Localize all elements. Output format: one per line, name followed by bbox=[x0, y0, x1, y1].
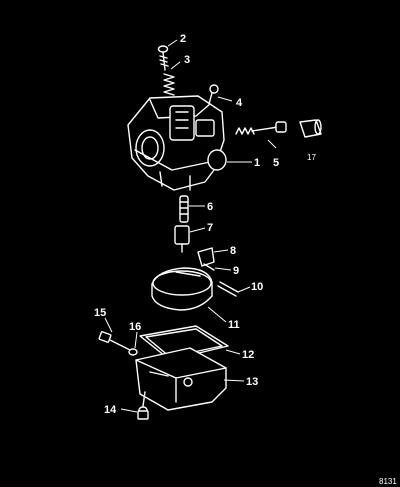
label-part-1: 1 bbox=[254, 157, 260, 169]
part-10-hinge-pin bbox=[217, 281, 239, 297]
part-labels: 2 3 4 5 1 17 6 7 8 9 10 11 15 16 12 13 1… bbox=[94, 33, 316, 416]
part-16-washer bbox=[128, 348, 138, 356]
leader-lines bbox=[104, 39, 277, 413]
figure-number: 8131 bbox=[379, 477, 397, 486]
label-part-7: 7 bbox=[207, 222, 213, 234]
label-part-11: 11 bbox=[228, 319, 240, 331]
part-5-needle-screw bbox=[235, 121, 287, 135]
label-part-8: 8 bbox=[230, 245, 236, 257]
label-part-2: 2 bbox=[180, 33, 186, 45]
label-part-12: 12 bbox=[242, 349, 254, 361]
part-9-pin bbox=[203, 263, 215, 271]
part-11-float bbox=[151, 267, 213, 311]
label-part-6: 6 bbox=[207, 201, 213, 213]
label-part-14: 14 bbox=[104, 404, 117, 416]
label-part-5: 5 bbox=[273, 157, 279, 169]
label-part-15: 15 bbox=[94, 307, 106, 319]
label-part-10: 10 bbox=[251, 281, 263, 293]
part-8-float-arm bbox=[197, 247, 215, 267]
part-2-screw bbox=[157, 45, 169, 71]
part-12-gasket bbox=[139, 325, 229, 361]
part-1-carburetor-body bbox=[127, 95, 227, 191]
part-6-jet bbox=[179, 195, 189, 223]
label-part-9: 9 bbox=[233, 265, 239, 277]
part-3-spring bbox=[163, 73, 175, 96]
part-4-fitting bbox=[208, 84, 219, 105]
label-part-4: 4 bbox=[236, 97, 243, 109]
part-17-plug bbox=[299, 119, 322, 138]
label-part-13: 13 bbox=[246, 376, 258, 388]
part-14-bolt bbox=[137, 391, 149, 420]
part-7-jet bbox=[174, 225, 190, 253]
label-part-3: 3 bbox=[184, 54, 190, 66]
part-13-float-bowl bbox=[135, 347, 227, 411]
label-part-17: 17 bbox=[307, 153, 316, 162]
label-part-16: 16 bbox=[129, 321, 141, 333]
part-15-screw bbox=[98, 331, 131, 351]
